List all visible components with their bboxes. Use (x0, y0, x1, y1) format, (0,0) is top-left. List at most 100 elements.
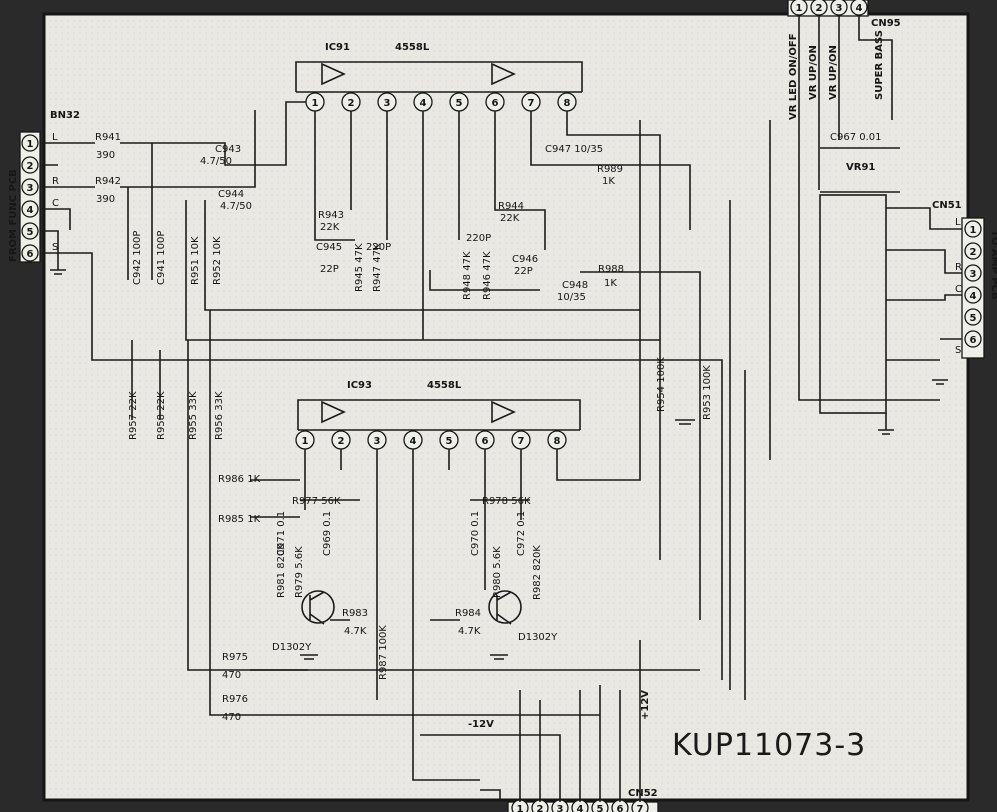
svg-text:C972 0.1: C972 0.1 (516, 511, 527, 556)
svg-text:R951 10K: R951 10K (190, 236, 201, 285)
connector-cn95: 1 2 3 4 CN95 VR LED ON/OFF VR UP/ON VR U… (787, 0, 901, 120)
ic93-part: 4558L (427, 380, 462, 391)
bn32-ref: BN32 (50, 110, 80, 121)
svg-text:1K: 1K (604, 278, 617, 289)
svg-text:C969 0.1: C969 0.1 (322, 511, 333, 556)
svg-text:7: 7 (518, 436, 525, 447)
neg-supply-label: -12V (468, 719, 494, 730)
svg-text:5: 5 (597, 804, 604, 812)
svg-text:R988: R988 (598, 264, 624, 275)
svg-text:R980 5.6K: R980 5.6K (492, 546, 503, 598)
svg-text:22K: 22K (500, 213, 520, 224)
svg-text:4.7K: 4.7K (344, 626, 367, 637)
sheet-code: KUP11073-3 (672, 728, 866, 763)
svg-text:R976: R976 (222, 694, 248, 705)
svg-text:10/35: 10/35 (557, 292, 586, 303)
svg-text:R953 100K: R953 100K (702, 365, 713, 420)
svg-text:C945: C945 (316, 242, 342, 253)
svg-text:1: 1 (302, 436, 309, 447)
svg-text:R945 47K: R945 47K (354, 243, 365, 292)
svg-text:6: 6 (482, 436, 489, 447)
svg-text:470: 470 (222, 712, 241, 723)
svg-text:8: 8 (554, 436, 561, 447)
svg-text:S: S (52, 242, 58, 253)
svg-text:1: 1 (970, 225, 977, 236)
paper-area (44, 14, 968, 800)
svg-text:R952 10K: R952 10K (212, 236, 223, 285)
svg-text:R946 47K: R946 47K (482, 251, 493, 300)
svg-text:R956 33K: R956 33K (214, 391, 225, 440)
svg-text:R: R (52, 176, 59, 187)
svg-text:R958 22K: R958 22K (156, 391, 167, 440)
ic91: IC91 4558L 1 2 3 4 5 6 7 8 (295, 42, 583, 112)
connector-bn32: BN32 1 2 3 4 5 6 FROM FUNC PCB L R C S (8, 110, 80, 263)
svg-text:5: 5 (446, 436, 453, 447)
svg-text:5: 5 (970, 313, 977, 324)
svg-text:6: 6 (492, 98, 499, 109)
svg-text:R975: R975 (222, 652, 248, 663)
svg-text:2: 2 (816, 3, 823, 14)
svg-text:C944: C944 (218, 189, 244, 200)
svg-text:R944: R944 (498, 201, 524, 212)
svg-text:4: 4 (970, 291, 977, 302)
svg-text:C946: C946 (512, 254, 538, 265)
svg-text:2: 2 (970, 247, 977, 258)
ic93-pins: 1 2 3 4 5 6 7 8 (295, 430, 567, 450)
svg-text:R947 47K: R947 47K (372, 243, 383, 292)
svg-text:3: 3 (27, 183, 34, 194)
svg-text:R942: R942 (95, 176, 121, 187)
svg-text:1: 1 (27, 139, 34, 150)
svg-text:R981 820K: R981 820K (276, 543, 287, 598)
svg-text:4.7K: 4.7K (458, 626, 481, 637)
svg-text:1K: 1K (602, 176, 615, 187)
ic93-ref: IC93 (347, 380, 372, 391)
svg-text:2: 2 (348, 98, 355, 109)
svg-text:C942 100P: C942 100P (132, 231, 143, 285)
svg-text:R955 33K: R955 33K (188, 391, 199, 440)
svg-text:3: 3 (557, 804, 564, 812)
svg-text:470: 470 (222, 670, 241, 681)
connector-cn51: CN51 1 2 3 4 5 6 TO AMP PCB L R C S (932, 200, 997, 359)
svg-text:4.7/50: 4.7/50 (220, 201, 252, 212)
component-labels: R941 390 R942 390 C943 4.7/50 C944 4.7/5… (95, 132, 882, 730)
svg-text:S: S (955, 345, 961, 356)
svg-text:L: L (52, 132, 58, 143)
svg-text:22P: 22P (320, 264, 339, 275)
svg-text:R982 820K: R982 820K (532, 545, 543, 600)
svg-text:220P: 220P (466, 233, 491, 244)
svg-text:390: 390 (96, 150, 115, 161)
svg-text:4: 4 (27, 205, 34, 216)
svg-text:R941: R941 (95, 132, 121, 143)
svg-text:3: 3 (374, 436, 381, 447)
svg-text:C948: C948 (562, 280, 588, 291)
svg-text:4.7/50: 4.7/50 (200, 156, 232, 167)
svg-text:4: 4 (856, 3, 863, 14)
ic91-part: 4558L (395, 42, 430, 53)
svg-text:VR UP/ON: VR UP/ON (808, 45, 819, 100)
svg-text:2: 2 (537, 804, 544, 812)
svg-text:6: 6 (617, 804, 624, 812)
svg-text:R: R (955, 262, 962, 273)
svg-text:D1302Y: D1302Y (272, 642, 312, 653)
cn95-ref: CN95 (871, 18, 901, 29)
svg-text:R984: R984 (455, 608, 481, 619)
svg-text:R977 56K: R977 56K (292, 496, 341, 507)
svg-text:3: 3 (836, 3, 843, 14)
svg-text:L: L (955, 217, 961, 228)
svg-text:4: 4 (577, 804, 584, 812)
svg-text:1: 1 (796, 3, 803, 14)
svg-text:R989: R989 (597, 164, 623, 175)
svg-text:R985 1K: R985 1K (218, 514, 261, 525)
svg-text:SUPER BASS: SUPER BASS (874, 30, 885, 100)
svg-text:C967 0.01: C967 0.01 (830, 132, 882, 143)
svg-text:R987 100K: R987 100K (378, 625, 389, 680)
svg-text:C: C (955, 284, 962, 295)
bn32-side-label: FROM FUNC PCB (8, 169, 19, 262)
svg-text:R978 56K: R978 56K (482, 496, 531, 507)
svg-text:R954 100K: R954 100K (656, 357, 667, 412)
svg-text:R979 5.6K: R979 5.6K (294, 546, 305, 598)
vr91-label: VR91 (846, 162, 875, 173)
svg-text:22P: 22P (514, 266, 533, 277)
